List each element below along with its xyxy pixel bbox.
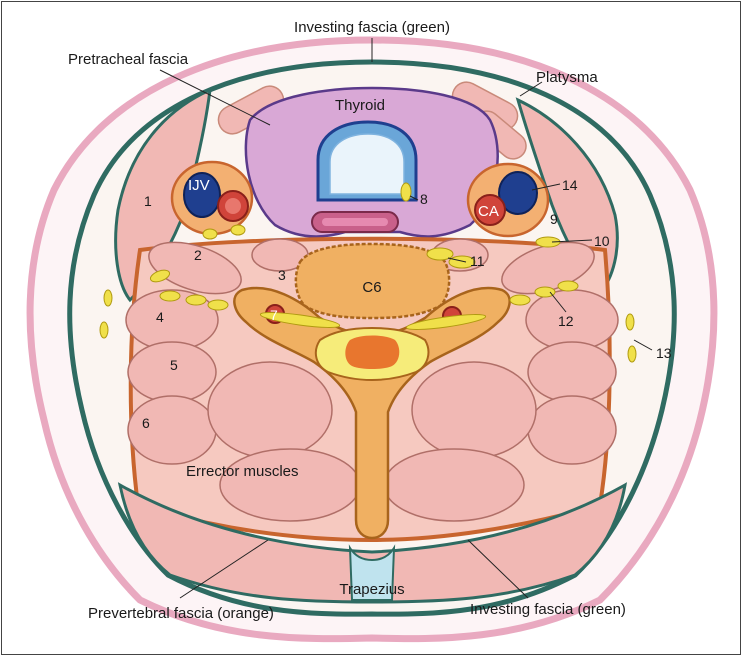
label-prevertebral-fascia: Prevertebral fascia (orange)	[88, 605, 274, 622]
number-10: 10	[594, 233, 610, 249]
vagus-nerve	[401, 183, 411, 201]
number-8: 8	[420, 191, 428, 207]
number-9: 9	[550, 211, 558, 227]
label-ca: CA	[478, 203, 499, 220]
label-ijv: IJV	[188, 177, 210, 194]
trachea-lumen	[330, 134, 404, 194]
spinal-cord	[345, 336, 399, 370]
number-11: 11	[470, 253, 485, 269]
number-5: 5	[170, 357, 178, 373]
label-c6: C6	[362, 279, 381, 296]
label-investing-fascia-top: Investing fascia (green)	[294, 19, 450, 36]
number-6: 6	[142, 415, 150, 431]
label-trapezius: Trapezius	[339, 581, 404, 598]
label-thyroid: Thyroid	[335, 97, 385, 114]
label-errector-muscles: Errector muscles	[186, 463, 299, 480]
number-3: 3	[278, 267, 286, 283]
number-4: 4	[156, 309, 164, 325]
number-13: 13	[656, 345, 672, 361]
label-pretracheal-fascia: Pretracheal fascia	[68, 51, 189, 68]
carotid-artery-left-inner	[225, 198, 241, 214]
number-1: 1	[144, 193, 152, 209]
number-12: 12	[558, 313, 574, 329]
label-platysma: Platysma	[536, 69, 598, 86]
number-14: 14	[562, 177, 578, 193]
number-2: 2	[194, 247, 202, 263]
number-7: 7	[270, 307, 278, 323]
esophagus-inner	[322, 218, 388, 226]
label-investing-fascia-bottom: Investing fascia (green)	[470, 601, 626, 618]
